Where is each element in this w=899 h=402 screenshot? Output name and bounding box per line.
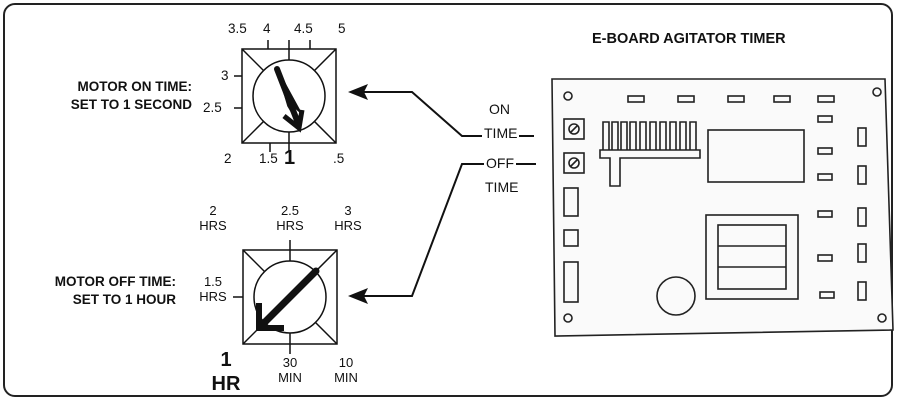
off-scale-1hr-unit: HR bbox=[211, 373, 241, 395]
off-dial-pointer-shaft bbox=[257, 267, 320, 330]
on-caption-line2: SET TO 1 SECOND bbox=[70, 97, 192, 112]
off-scale-2-5hrs: 2.5 HRS bbox=[268, 203, 312, 233]
off-scale-10min-unit: MIN bbox=[334, 370, 358, 385]
off-scale-2-5hrs-unit: HRS bbox=[276, 218, 304, 233]
on-caption-line1: MOTOR ON TIME: bbox=[77, 79, 193, 94]
off-scale-30min-unit: MIN bbox=[278, 370, 302, 385]
on-time-arrowhead bbox=[348, 84, 368, 100]
off-scale-2hrs-num: 2 bbox=[209, 203, 217, 218]
on-scale-3-5: 3.5 bbox=[228, 21, 247, 36]
on-scale-0-5: .5 bbox=[333, 151, 345, 166]
off-scale-30min: 30 MIN bbox=[268, 355, 312, 385]
on-scale-4: 4 bbox=[263, 21, 271, 36]
board-title: E-BOARD AGITATOR TIMER bbox=[592, 31, 786, 47]
off-scale-1hr-num: 1 bbox=[220, 349, 232, 371]
off-scale-1-5hrs-unit: HRS bbox=[199, 289, 227, 304]
on-scale-5: 5 bbox=[338, 21, 346, 36]
off-scale-2hrs-unit: HRS bbox=[199, 218, 227, 233]
off-dial-pointer-arrow bbox=[256, 303, 284, 331]
on-dial-pointer-shaft bbox=[274, 66, 301, 126]
off-scale-1-5hrs: 1.5 HRS bbox=[196, 274, 230, 304]
off-scale-1hr: 1 HR bbox=[206, 348, 246, 396]
off-scale-3hrs-num: 3 bbox=[344, 203, 352, 218]
off-scale-2-5hrs-num: 2.5 bbox=[280, 203, 300, 218]
off-label-line1: OFF bbox=[484, 155, 516, 171]
on-scale-2: 2 bbox=[224, 151, 232, 166]
on-scale-4-5: 4.5 bbox=[294, 21, 313, 36]
off-label-line2: TIME bbox=[485, 179, 519, 195]
diagram-frame bbox=[3, 3, 893, 397]
on-scale-2-5: 2.5 bbox=[203, 100, 222, 115]
off-scale-10min: 10 MIN bbox=[324, 355, 368, 385]
off-time-potentiometer bbox=[563, 152, 585, 174]
circuit-board bbox=[551, 78, 894, 337]
on-scale-1: 1 bbox=[284, 147, 296, 169]
off-caption-line2: SET TO 1 HOUR bbox=[72, 292, 176, 307]
off-scale-3hrs: 3 HRS bbox=[328, 203, 368, 233]
on-time-potentiometer bbox=[563, 118, 585, 140]
on-scale-1-5: 1.5 bbox=[259, 151, 278, 166]
off-scale-10min-num: 10 bbox=[338, 355, 354, 370]
on-scale-3: 3 bbox=[221, 68, 229, 83]
on-label-line2: TIME bbox=[482, 125, 520, 141]
off-scale-3hrs-unit: HRS bbox=[334, 218, 362, 233]
off-time-dial bbox=[233, 240, 338, 354]
off-caption-line1: MOTOR OFF TIME: bbox=[54, 274, 176, 289]
off-scale-1-5hrs-num: 1.5 bbox=[203, 274, 223, 289]
off-time-arrowhead bbox=[348, 288, 368, 304]
off-scale-2hrs: 2 HRS bbox=[196, 203, 230, 233]
on-label-line1: ON bbox=[489, 101, 510, 117]
off-scale-30min-num: 30 bbox=[282, 355, 298, 370]
